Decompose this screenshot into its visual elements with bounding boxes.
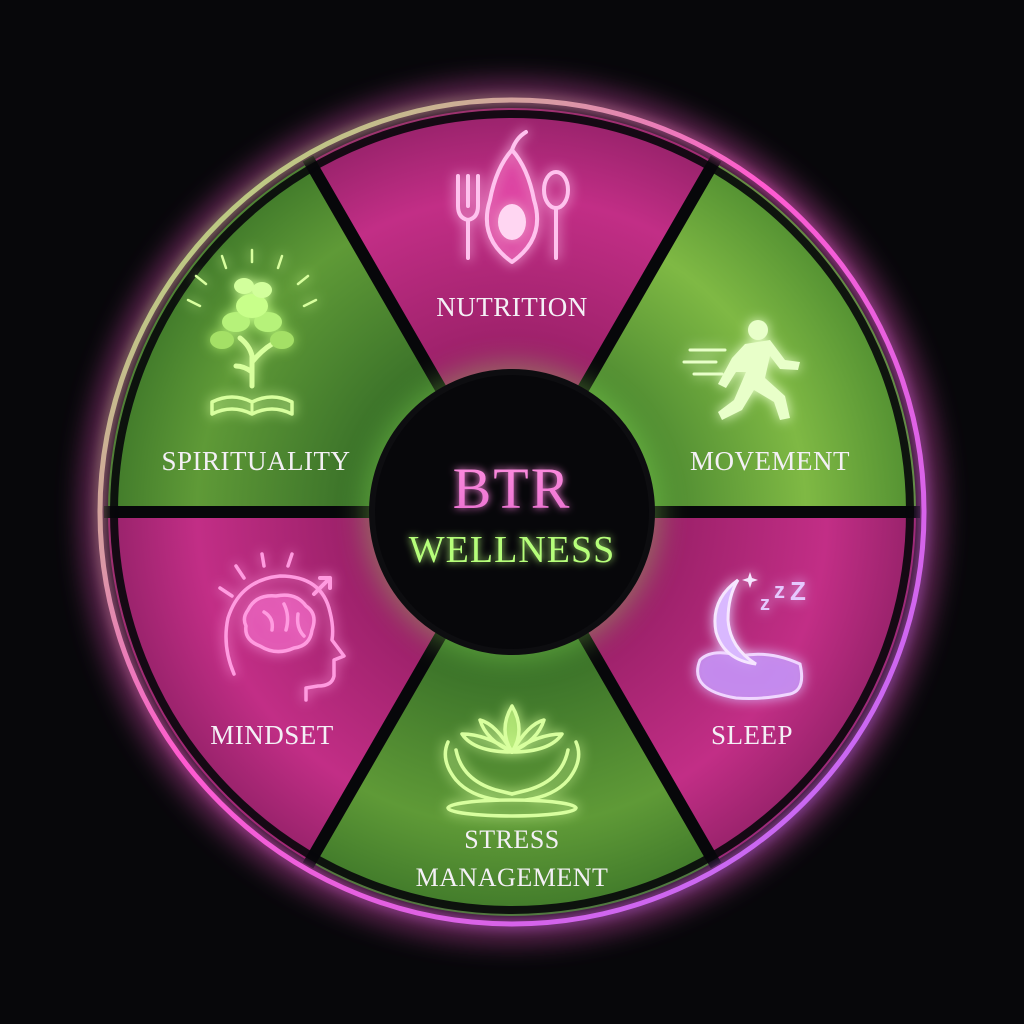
label-spirituality: SPIRITUALITY <box>162 446 351 476</box>
label-nutrition: NUTRITION <box>436 292 587 322</box>
label-mindset: MINDSET <box>210 720 334 750</box>
label-sleep: SLEEP <box>711 720 793 750</box>
segment-stress-management[interactable] <box>310 633 714 916</box>
label-stress-line2: MANAGEMENT <box>416 863 609 892</box>
hub-title: BTR <box>453 456 572 521</box>
tree-book-icon <box>186 248 318 416</box>
outer-rim <box>97 97 927 927</box>
moon-pillow-icon: z z Z <box>696 572 806 700</box>
fork-avocado-spoon-icon <box>456 130 570 264</box>
inner-rim-gap <box>110 110 914 914</box>
label-stress-line1: STRESS <box>464 825 560 854</box>
segment-divider <box>576 155 722 394</box>
label-movement: MOVEMENT <box>690 446 850 476</box>
segment-dividers <box>104 155 920 869</box>
segment-divider <box>576 630 722 869</box>
hub <box>369 369 655 655</box>
svg-text:Z: Z <box>790 576 806 606</box>
segment-divider <box>302 630 448 869</box>
outer-glow <box>85 85 939 939</box>
segment-divider <box>302 155 448 394</box>
hub-subtitle: WELLNESS <box>409 529 615 571</box>
brain-head-icon <box>218 552 346 702</box>
lotus-hands-icon <box>443 704 581 818</box>
svg-text:z: z <box>774 578 785 603</box>
running-person-icon <box>682 320 800 420</box>
svg-text:z: z <box>760 593 770 615</box>
